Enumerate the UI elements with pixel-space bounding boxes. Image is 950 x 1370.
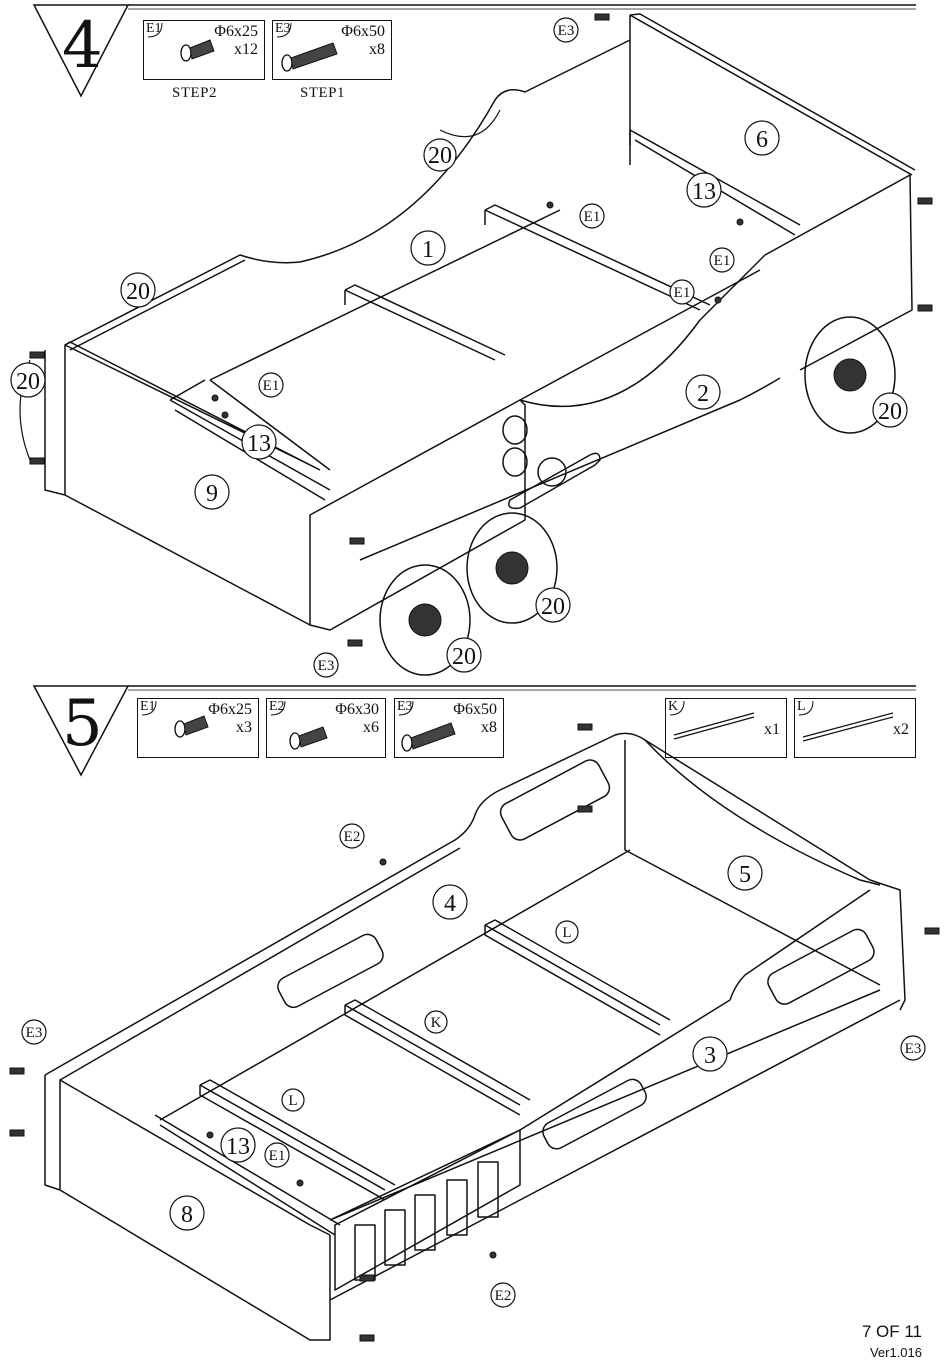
hardware-callout: E3	[905, 1041, 922, 1057]
slat-l-1	[485, 920, 670, 1035]
part-label: 13	[226, 1134, 250, 1160]
part-label: 5	[739, 862, 751, 888]
page-number: 7 OF 11	[862, 1322, 922, 1342]
rod-callout: L	[562, 925, 571, 941]
part-label: 8	[181, 1202, 193, 1228]
rod-callout: K	[431, 1015, 442, 1031]
hardware-callout: E2	[344, 829, 361, 845]
hardware-callout: E2	[495, 1288, 512, 1304]
version-label: Ver1.016	[870, 1345, 922, 1360]
rod-callout: L	[288, 1093, 297, 1109]
part-label: 4	[444, 891, 456, 917]
part-label: 3	[704, 1043, 716, 1069]
hardware-callout: E3	[26, 1025, 43, 1041]
hardware-callout: E1	[269, 1148, 286, 1164]
